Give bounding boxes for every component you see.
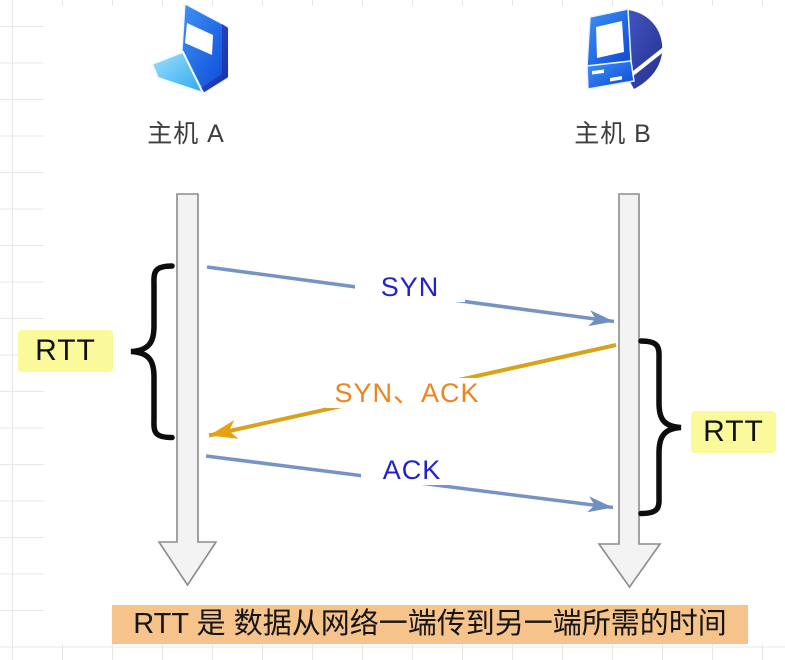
right-brace	[638, 338, 682, 517]
syn-ack-label: SYN、ACK	[326, 378, 488, 408]
rtt-left-badge: RTT	[18, 330, 113, 372]
diagram-canvas	[44, 6, 785, 644]
syn-label: SYN	[355, 272, 465, 302]
caption: RTT 是 数据从网络一端传到另一端所需的时间	[112, 605, 748, 644]
left-brace	[130, 263, 175, 441]
host-a-label: 主机 A	[147, 120, 225, 148]
host-b-lifeline	[597, 193, 662, 589]
host-b-label: 主机 B	[574, 120, 652, 148]
host-a-lifeline	[157, 193, 218, 587]
laptop-icon	[145, 0, 240, 100]
ack-label: ACK	[361, 455, 463, 485]
desktop-computer-icon	[578, 0, 678, 105]
rtt-right-badge: RTT	[691, 411, 776, 453]
